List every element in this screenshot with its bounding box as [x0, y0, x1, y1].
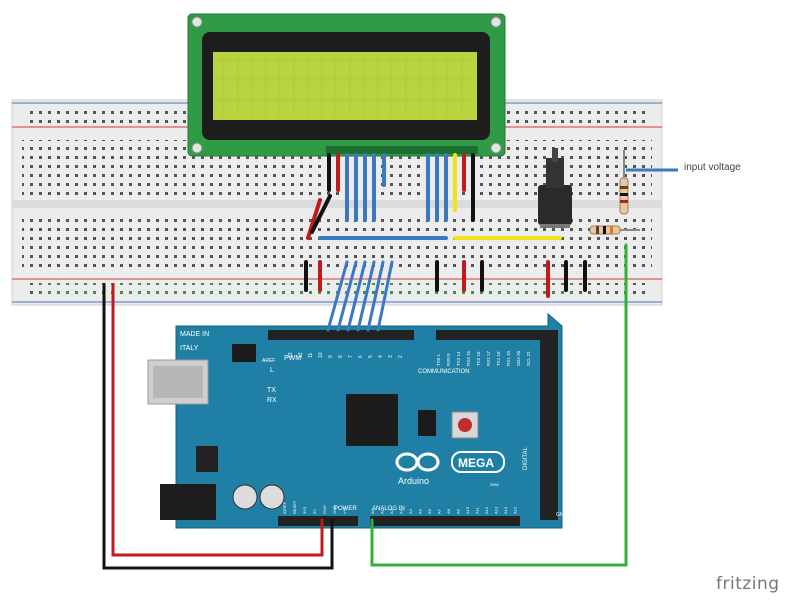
arduino-logo-text: Arduino — [398, 476, 429, 486]
pin-label: A12 — [484, 506, 489, 514]
pin-label: 6 — [358, 355, 364, 358]
reset-button — [451, 411, 479, 439]
pin-label: SDA 20 — [516, 350, 521, 366]
resistor-divider — [589, 150, 640, 235]
pin-label: 13 — [288, 352, 294, 358]
analog-header — [370, 516, 520, 526]
digital-header-comm — [436, 330, 540, 340]
pin-label: 10 — [318, 352, 324, 358]
comm-pin-labels: TX0 1 RX0 0 TX3 14 RX3 15 TX2 16 RX2 17 TX1 18… — [436, 350, 531, 366]
italy-label: ITALY — [180, 345, 199, 352]
pin-label: RX0 0 — [446, 353, 451, 366]
pin-label: 9 — [328, 355, 334, 358]
made-in-label: MADE IN — [180, 331, 209, 338]
board-small-label: 2560 — [490, 482, 500, 487]
arduino-logo-icon — [395, 452, 440, 472]
digital-header-pwm — [268, 330, 414, 340]
communication-label: COMMUNICATION — [418, 369, 470, 375]
pin-label: 12 — [298, 352, 304, 358]
pin-label: GND — [322, 505, 327, 514]
fritzing-logo: fritzing — [716, 574, 780, 594]
pin-label: A11 — [475, 506, 480, 514]
pin-label: RX3 15 — [466, 350, 471, 366]
pin-label: VIN — [342, 507, 347, 514]
tx-label: TX — [267, 387, 276, 394]
rx-label: RX — [267, 397, 277, 404]
power-pin-labels: IOREF RESET 3V3 5V GND GND VIN — [282, 500, 347, 514]
pin-label: A13 — [494, 506, 499, 514]
pin-label: A15 — [513, 506, 518, 514]
digital-label: DIGITAL — [523, 446, 529, 470]
pin-label: A10 — [465, 506, 470, 514]
pin-label: A5 — [418, 508, 423, 514]
pin-label: 11 — [308, 353, 314, 358]
capacitor — [232, 484, 258, 510]
power-label: POWER — [334, 506, 357, 512]
pwm-label: PWM — [284, 355, 301, 362]
pin-label: 5V — [312, 509, 317, 514]
input-voltage-label: input voltage — [684, 162, 741, 173]
pin-label: A7 — [437, 508, 442, 514]
pin-label: 5 — [368, 355, 374, 358]
aref-label: AREF — [262, 358, 275, 364]
potentiometer — [538, 148, 572, 228]
analog-pin-labels: A0 A1 A2 A3 A4 A5 A6 A7 A8 A9 A10 A11 A12 A13 A14 A15 — [370, 506, 518, 514]
pin-label: A1 — [380, 508, 385, 514]
pin-label: 3 — [388, 355, 394, 358]
arduino-mega-board — [147, 312, 563, 529]
pin-label: A0 — [370, 508, 375, 514]
pin-label: RESET — [292, 500, 297, 514]
pin-label: TX3 14 — [456, 351, 461, 366]
pin-label: 4 — [378, 355, 384, 358]
l-led-label: L — [270, 367, 274, 374]
pin-label: A9 — [456, 508, 461, 514]
analog-in-label: ANALOG IN — [372, 506, 405, 512]
pin-label: RX2 17 — [486, 350, 491, 366]
pin-label: GND — [332, 505, 337, 514]
power-header — [278, 516, 358, 526]
power-jack — [160, 484, 216, 520]
pin-label: TX0 1 — [436, 353, 441, 366]
microcontroller-chip — [346, 394, 398, 446]
gnd-label: GND — [556, 512, 568, 518]
pin-label: 2 — [398, 355, 404, 358]
digital-header-right — [540, 330, 558, 520]
pin-label: TX1 18 — [496, 351, 501, 366]
breadboard-wires — [304, 153, 628, 302]
pin-label: SCL 21 — [526, 351, 531, 366]
pin-label: 8 — [338, 355, 344, 358]
pwm-pin-labels: 13 12 11 10 9 8 7 6 5 4 3 2 — [288, 352, 404, 358]
pin-label: A2 — [389, 508, 394, 514]
pin-label: 7 — [348, 355, 354, 358]
pin-label: A6 — [427, 508, 432, 514]
lcd-display — [187, 13, 506, 157]
pin-label: A8 — [446, 508, 451, 514]
pin-label: A14 — [503, 506, 508, 514]
pin-label: TX2 16 — [476, 351, 481, 366]
lcd-pins — [326, 146, 478, 154]
pin-label: RX1 19 — [506, 350, 511, 366]
capacitor — [259, 484, 285, 510]
pin-label: 3V3 — [302, 506, 307, 514]
arduino-wires — [102, 260, 628, 570]
pin-label: A4 — [408, 508, 413, 514]
pin-label: IOREF — [282, 501, 287, 514]
pin-label: A3 — [399, 508, 404, 514]
mega-label: MEGA — [458, 456, 494, 470]
